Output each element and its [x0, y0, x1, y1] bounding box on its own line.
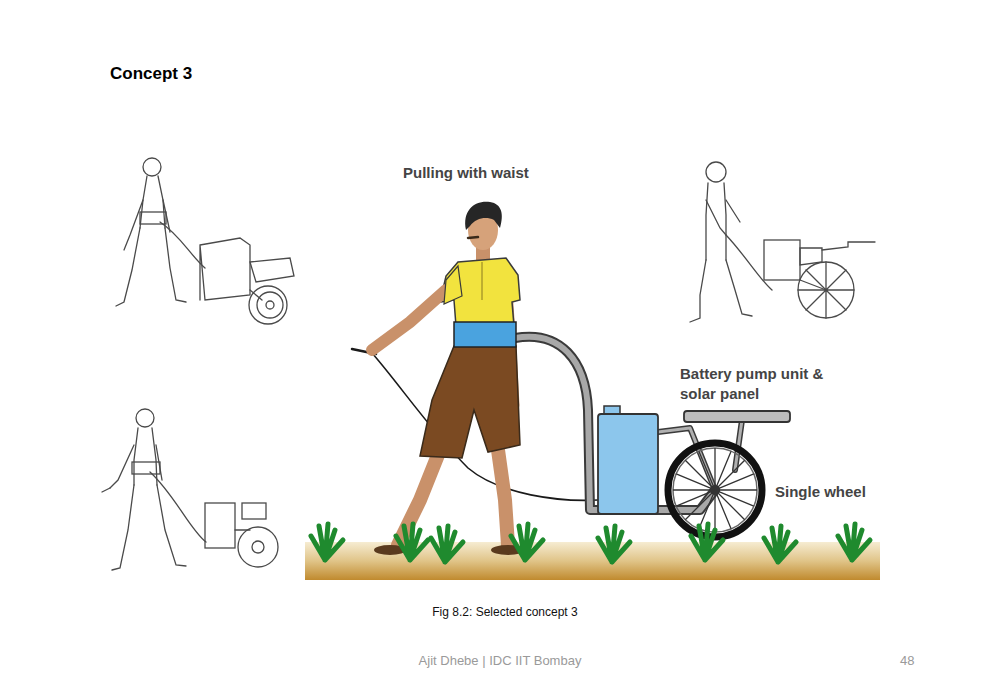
part-label: Single wheel [775, 483, 866, 500]
sketch-top-left-part [200, 238, 250, 300]
footer-credit: Ajit Dhebe | IDC IIT Bombay [300, 653, 700, 668]
sketch-bottom-left-part [110, 445, 162, 488]
sketch-top-left-part [266, 301, 274, 309]
part-label: Pulling with waist [403, 164, 529, 181]
sketch-top-left-part [143, 158, 161, 176]
farmer-figure-part [420, 346, 520, 458]
battery-pump-tank-part [598, 414, 658, 514]
farmer-figure-part [372, 290, 446, 350]
sketch-bottom-left-part [205, 503, 235, 548]
sketch-bottom-left [102, 409, 278, 570]
farmer-figure-part [465, 202, 502, 230]
page-title: Concept 3 [110, 64, 192, 84]
figure-caption: Fig 8.2: Selected concept 3 [305, 605, 705, 619]
part-label: Battery pump unit & solar panel [680, 364, 828, 404]
battery-pump-tank [598, 406, 658, 514]
sketch-bottom-left-part [150, 472, 206, 542]
sketch-bottom-left-part [134, 428, 157, 485]
sketch-top-right-part [690, 260, 752, 322]
sketch-top-left-part [140, 176, 165, 228]
sketch-top-right [690, 162, 875, 322]
page-number: 48 [900, 653, 914, 668]
farmer-figure-part [498, 450, 508, 545]
sketch-top-left-part [250, 290, 262, 300]
sketch-top-right-part [798, 262, 854, 318]
single-wheel-part [673, 448, 757, 532]
sketch-top-right-part [822, 242, 875, 250]
sketch-top-right-part [798, 262, 854, 318]
solar-panel [684, 411, 790, 422]
grass-part [691, 524, 723, 560]
grass-part [431, 526, 463, 562]
sketch-top-left-part [249, 286, 287, 324]
grass-part [311, 524, 343, 560]
farmer-figure-part [440, 258, 520, 326]
grass-part [838, 524, 870, 560]
grass-part [511, 524, 543, 560]
single-wheel-part [710, 485, 720, 495]
sketch-top-left-part [116, 228, 186, 306]
sketch-top-right-part [706, 200, 740, 235]
sketch-bottom-left-part [102, 488, 110, 492]
grass [311, 524, 870, 562]
sketch-bottom-left-part [136, 409, 154, 427]
sketch-top-left-part [160, 222, 205, 268]
sketch-top-left-part [124, 200, 170, 250]
single-wheel [668, 443, 762, 537]
single-wheel-part [668, 443, 762, 537]
farmer-figure [372, 202, 525, 555]
farmer-figure-part [482, 262, 483, 300]
grass-part [598, 526, 630, 562]
sketch-top-left [116, 158, 294, 324]
grass-part [396, 524, 428, 560]
solar-panel-part [684, 411, 790, 422]
farmer-figure-part [454, 322, 516, 347]
farmer-figure-part [444, 266, 462, 304]
single-wheel-part [673, 448, 757, 532]
sketch-bottom-left-part [238, 527, 278, 567]
sketch-bottom-left-part [112, 485, 186, 570]
sketch-top-right-part [706, 183, 726, 260]
sketch-top-left-part [250, 258, 294, 282]
sketch-top-right-part [764, 240, 800, 280]
sketch-top-right-part [726, 235, 772, 290]
sketch-bottom-left-part [252, 541, 264, 553]
sketch-top-right-part [800, 280, 826, 290]
sketch-top-left-part [140, 212, 166, 224]
sketch-top-left-part [257, 292, 283, 318]
farmer-figure-part [468, 237, 478, 238]
sketch-top-right-part [706, 162, 726, 182]
grass-part [764, 526, 796, 562]
sketch-bottom-left-part [132, 462, 160, 474]
sketch-bottom-left-part [242, 503, 266, 519]
